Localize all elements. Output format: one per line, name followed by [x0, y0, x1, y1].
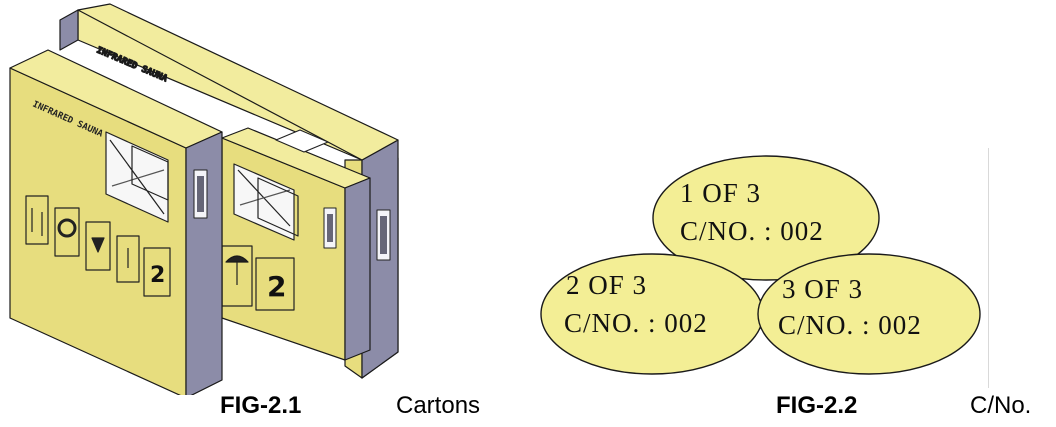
carton-middle: 2 — [221, 127, 371, 361]
divider-line — [988, 148, 989, 388]
label-3-carton-no: C/NO. : 002 — [778, 310, 922, 340]
figure-2-2-number: FIG-2.2 — [776, 392, 858, 419]
carton-front-number: 2 — [150, 263, 165, 288]
figure-2-1-number: FIG-2.1 — [220, 392, 302, 419]
figure-2-1-caption: Cartons — [396, 392, 481, 419]
label-oval-2: 2 OF 3 C/NO. : 002 — [540, 253, 764, 375]
handling-marks: 2 — [25, 195, 171, 297]
carton-number-labels: 1 OF 3 C/NO. : 002 2 OF 3 C/NO. : 002 3 … — [540, 155, 981, 375]
carton-middle-number: 2 — [267, 270, 286, 303]
label-oval-3: 3 OF 3 C/NO. : 002 — [757, 253, 981, 375]
label-1-count: 1 OF 3 — [680, 178, 761, 208]
cartons-illustration: INFRARED SAUNA 2 INFRARED SAUNA — [9, 3, 399, 395]
label-2-carton-no: C/NO. : 002 — [564, 308, 708, 338]
label-1-carton-no: C/NO. : 002 — [680, 216, 824, 246]
label-oval-1: 1 OF 3 C/NO. : 002 — [652, 155, 880, 281]
label-3-count: 3 OF 3 — [782, 274, 863, 304]
label-2-count: 2 OF 3 — [566, 270, 647, 300]
figure-2-2-caption: C/No. — [970, 392, 1032, 419]
carton-front: INFRARED SAUNA 2 — [9, 49, 223, 395]
